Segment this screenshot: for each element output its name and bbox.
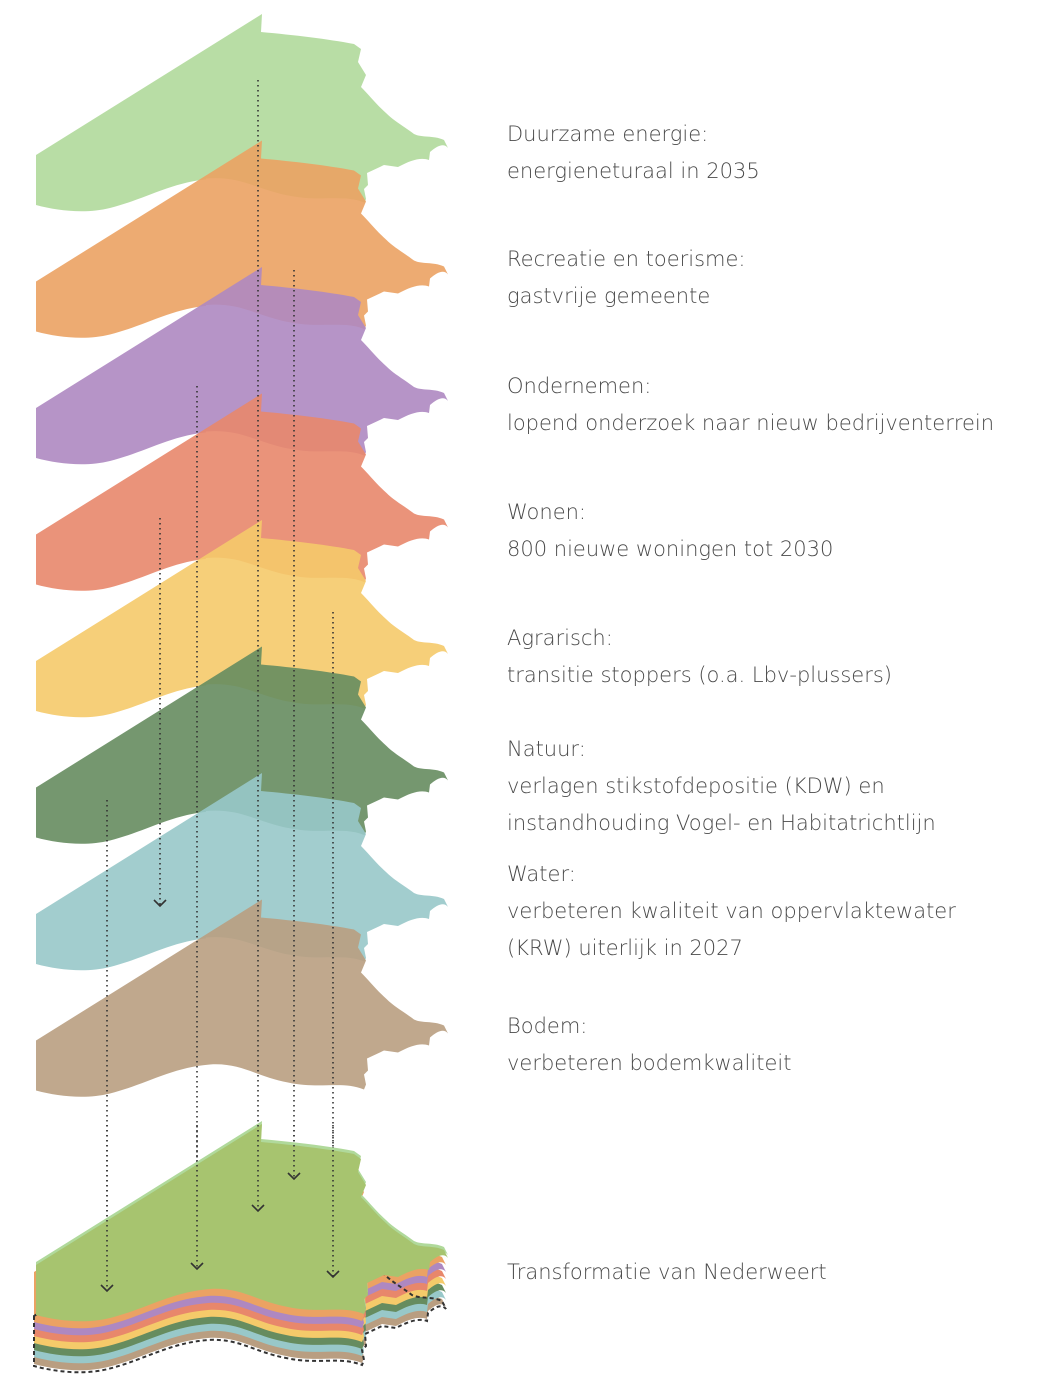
label-bodem-text: verbeteren bodemkwaliteit bbox=[507, 1051, 792, 1075]
layer-stack bbox=[36, 14, 448, 1097]
label-wonen-title: Wonen: bbox=[507, 500, 586, 524]
label-result-title: Transformatie van Nederweert bbox=[507, 1260, 827, 1284]
label-bodem: Bodem: verbeteren bodemkwaliteit bbox=[507, 1008, 791, 1082]
label-natuur: Natuur: verlagen stikstofdepositie (KDW)… bbox=[507, 731, 936, 842]
label-water-text-2: (KRW) uiterlijk in 2027 bbox=[507, 936, 743, 960]
label-ondernemen-title: Ondernemen: bbox=[507, 374, 652, 398]
arrowhead-icon bbox=[251, 1204, 265, 1213]
arrowhead-icon bbox=[190, 1262, 204, 1271]
label-natuur-title: Natuur: bbox=[507, 737, 586, 761]
label-natuur-text-2: instandhouding Vogel- en Habitatrichtlij… bbox=[507, 811, 936, 835]
label-agrarisch-text: transitie stoppers (o.a. Lbv-plussers) bbox=[507, 663, 892, 687]
arrowhead-icon bbox=[100, 1284, 114, 1293]
result-stack bbox=[33, 1121, 448, 1374]
arrow-4 bbox=[153, 518, 167, 908]
layer-wonen-shape bbox=[36, 393, 448, 591]
arrow-tip bbox=[190, 1125, 204, 1271]
label-agrarisch: Agrarisch: transitie stoppers (o.a. Lbv-… bbox=[507, 620, 892, 694]
layer-ondernemen-shape bbox=[36, 267, 448, 465]
label-result: Transformatie van Nederweert bbox=[507, 1254, 827, 1291]
arrow-tip bbox=[326, 1125, 340, 1279]
result-top bbox=[36, 1124, 448, 1322]
layer-energie-shape bbox=[36, 14, 448, 212]
label-natuur-text-1: verlagen stikstofdepositie (KDW) en bbox=[507, 774, 885, 798]
arrowhead-icon bbox=[153, 899, 167, 908]
layer-recreatie-shape bbox=[36, 140, 448, 338]
label-energie: Duurzame energie: energieneturaal in 203… bbox=[507, 116, 760, 190]
label-water-title: Water: bbox=[507, 862, 576, 886]
arrow-tip bbox=[251, 1125, 265, 1213]
label-recreatie-title: Recreatie en toerisme: bbox=[507, 247, 746, 271]
label-ondernemen-text: lopend onderzoek naar nieuw bedrijventer… bbox=[507, 411, 995, 435]
label-wonen-text: 800 nieuwe woningen tot 2030 bbox=[507, 537, 834, 561]
label-water: Water: verbeteren kwaliteit van oppervla… bbox=[507, 856, 956, 967]
layer-bodem-shape bbox=[36, 899, 448, 1097]
arrowhead-icon bbox=[326, 1270, 340, 1279]
label-energie-text: energieneturaal in 2035 bbox=[507, 159, 760, 183]
label-ondernemen: Ondernemen: lopend onderzoek naar nieuw … bbox=[507, 368, 994, 442]
layer-bodem bbox=[36, 899, 448, 1097]
label-agrarisch-title: Agrarisch: bbox=[507, 626, 613, 650]
arrow-tip bbox=[100, 1125, 114, 1293]
label-water-text-1: verbeteren kwaliteit van oppervlaktewate… bbox=[507, 899, 956, 923]
label-energie-title: Duurzame energie: bbox=[507, 122, 709, 146]
layer-agrarisch-shape bbox=[36, 520, 448, 718]
label-recreatie: Recreatie en toerisme: gastvrije gemeent… bbox=[507, 241, 746, 315]
layer-natuur-shape bbox=[36, 646, 448, 844]
arrowhead-icon bbox=[287, 1172, 301, 1181]
label-bodem-title: Bodem: bbox=[507, 1014, 588, 1038]
arrow-tip bbox=[287, 1125, 301, 1181]
label-recreatie-text: gastvrije gemeente bbox=[507, 284, 711, 308]
label-wonen: Wonen: 800 nieuwe woningen tot 2030 bbox=[507, 494, 833, 568]
layer-water-shape bbox=[36, 773, 448, 971]
